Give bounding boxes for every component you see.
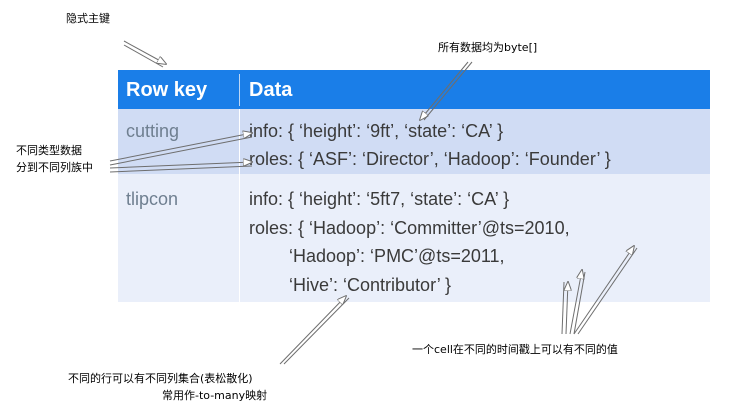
column-families-note-line1: 不同类型数据 [16, 144, 82, 157]
column-families-note-line2: 分到不同列族中 [16, 161, 93, 174]
arrow-to-ts2011 [569, 270, 586, 335]
data-line: ‘Hadoop’: ‘PMC’@ts=2011, [249, 246, 505, 266]
column-divider [239, 174, 240, 302]
data-table: Row key Data cutting info: { ‘height’: ‘… [118, 70, 710, 302]
table-header: Row key Data [118, 70, 710, 109]
header-divider [239, 74, 240, 106]
arrow-to-timestamp [561, 282, 568, 335]
arrow-to-info-family [109, 133, 252, 166]
data-header: Data [249, 79, 293, 101]
data-line: ‘Hive’: ‘Contributor’ } [249, 275, 452, 295]
arrow-to-roles-family [109, 162, 252, 173]
data-line: info: { ‘height’: ‘5ft7, ‘state’: ‘CA’ } [249, 189, 510, 209]
table-row: cutting info: { ‘height’: ‘9ft’, ‘state’… [118, 109, 710, 174]
implicit-primary-key-note: 隐式主键 [66, 12, 110, 25]
arrow-to-sparse-row [279, 296, 350, 365]
row-key-cell: cutting [126, 121, 180, 141]
column-divider [239, 109, 240, 174]
arrow-to-bytes [420, 61, 473, 120]
data-line: info: { ‘height’: ‘9ft’, ‘state’: ‘CA’ } [249, 121, 504, 141]
sparse-columns-note-line2: 常用作-to-many映射 [162, 389, 268, 402]
rowkey-header: Row key [126, 79, 208, 101]
all-bytes-note: 所有数据均为byte[] [438, 41, 538, 54]
timestamp-cell-note: 一个cell在不同的时间戳上可以有不同的值 [412, 343, 618, 356]
data-line: roles: { ‘ASF’: ‘Director’, ‘Hadoop’: ‘F… [249, 149, 611, 169]
row-key-cell: tlipcon [126, 189, 179, 209]
arrow-to-rowkey [123, 40, 166, 68]
table-row: tlipcon info: { ‘height’: ‘5ft7, ‘state’… [118, 174, 710, 302]
data-line: roles: { ‘Hadoop’: ‘Committer’@ts=2010, [249, 218, 570, 238]
sparse-columns-note-line1: 不同的行可以有不同列集合(表松散化) [68, 372, 253, 385]
arrow-to-ts2010 [573, 246, 638, 335]
